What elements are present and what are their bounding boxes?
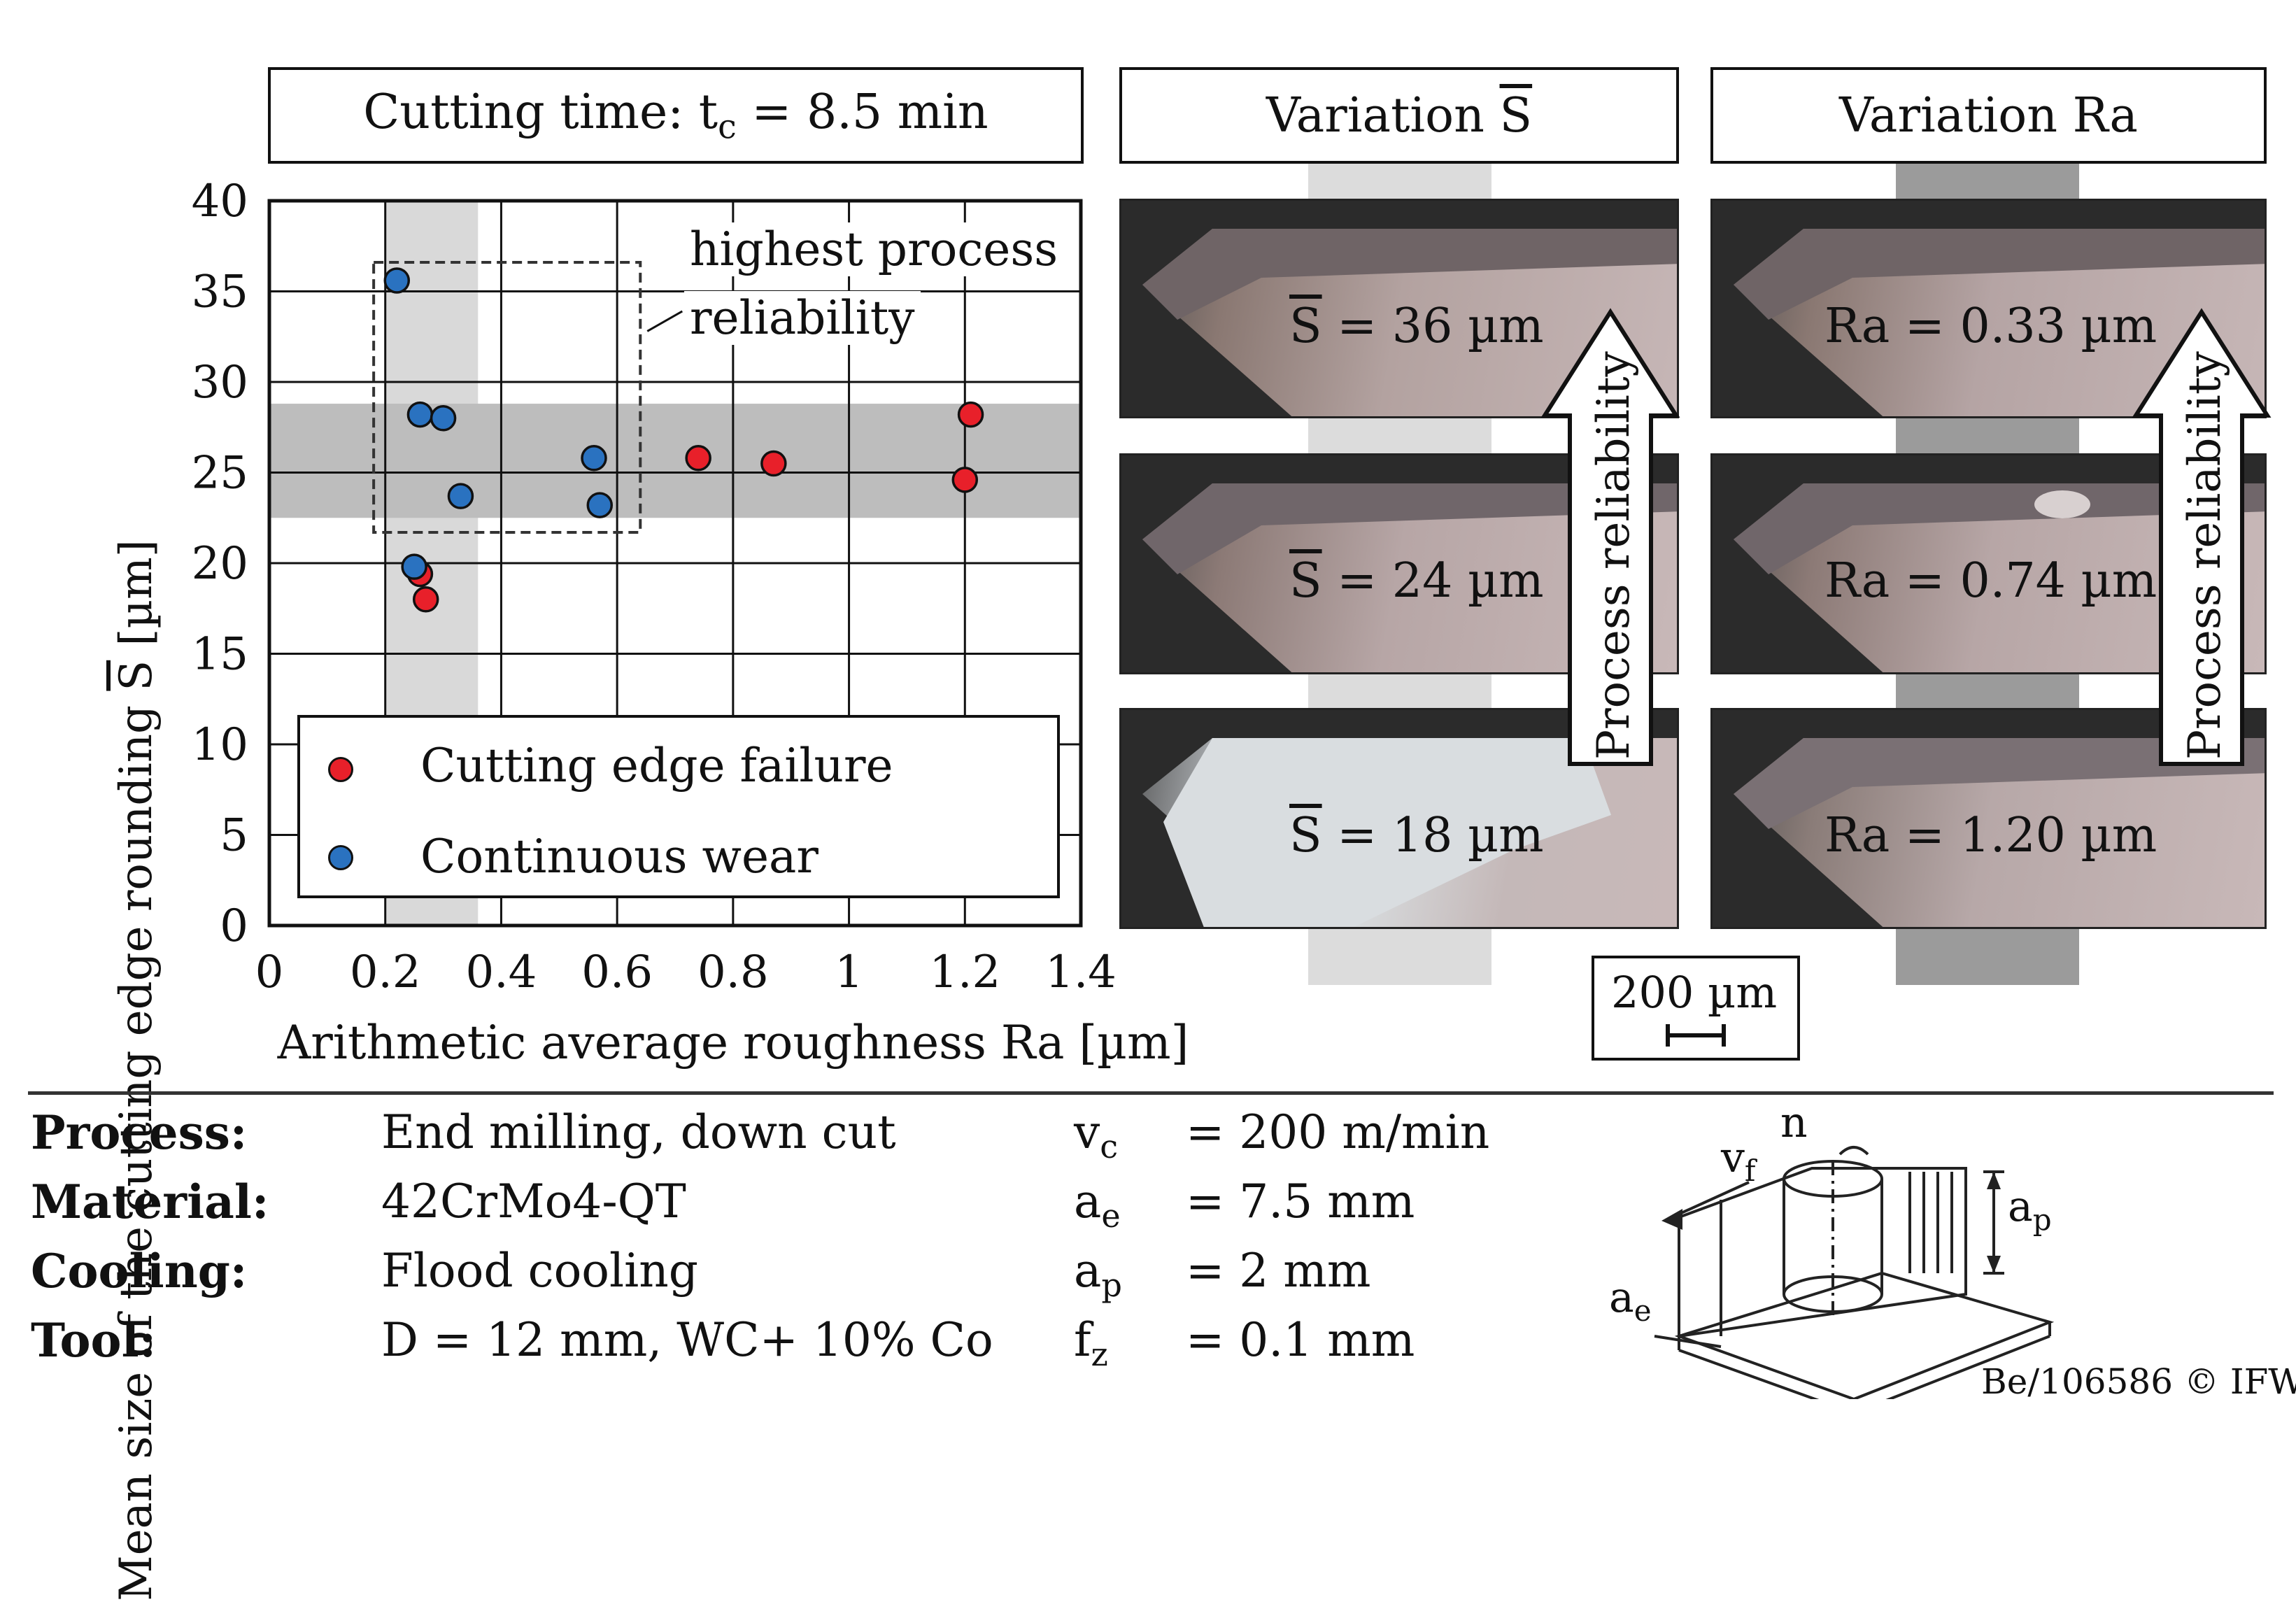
label-s-36: S = 36 µm [1289,299,1544,354]
failure-point [685,445,711,472]
param-label: Tool: [31,1313,157,1368]
param-label: Process: [31,1105,248,1160]
param-symbol: ae [1074,1175,1121,1235]
process-reliability-arrow-ra [2132,308,2272,766]
failure-point [760,450,787,477]
wear-point [406,401,434,428]
x-tick-label: 0.4 [466,947,537,998]
arrow-text-s: Process reliability [1588,351,1640,760]
sketch-ap-label: ap [2008,1182,2052,1237]
label-ra-033: Ra = 0.33 µm [1824,299,2157,354]
label-ra-120: Ra = 1.20 µm [1824,808,2157,863]
variation-s-title-box: Variation S [1119,67,1679,164]
param-value: End milling, down cut [381,1105,896,1159]
x-tick-label: 1.4 [1045,947,1117,998]
x-tick-label: 0.6 [581,947,653,998]
param-label: Material: [31,1175,269,1229]
scatter-chart: 0 0.2 0.4 0.6 0.8 1 1.2 1.4 0 5 10 15 20 25 30 35 40 [192,176,1117,998]
legend: Cutting edge failure Continuous wear [297,715,1060,898]
label-s-18: S = 18 µm [1289,808,1544,863]
footer-credit: Be/106586 © IFW [1981,1361,2296,1402]
section-divider [28,1091,2274,1095]
y-tick-label: 35 [192,267,248,318]
x-tick-label: 0.8 [697,947,769,998]
param-value: Flood cooling [381,1244,699,1298]
legend-marker-wear [328,845,353,870]
label-ra-074: Ra = 0.74 µm [1824,553,2157,609]
y-tick-label: 10 [192,719,248,771]
y-tick-label: 5 [220,810,248,862]
x-axis-label: Arithmetic average roughness Ra [µm] [277,1016,1189,1070]
y-tick-label: 40 [192,176,248,227]
chart-title-box: Cutting time: tc = 8.5 min [268,67,1084,164]
param-symbol: ap [1074,1244,1122,1305]
scale-bar-box: 200 µm [1592,956,1800,1061]
param-setting: = 200 m/min [1186,1105,1490,1159]
param-symbol: fz [1074,1313,1108,1374]
wear-point [447,483,474,509]
failure-point [957,401,984,428]
x-tick-label: 0.2 [350,947,421,998]
wear-point [383,267,411,294]
sketch-ae-label: ae [1609,1273,1652,1328]
legend-label-wear: Continuous wear [420,830,819,884]
param-value: D = 12 mm, WC+ 10% Co [381,1313,993,1367]
param-setting: = 7.5 mm [1186,1175,1415,1228]
annotation-text-1: highest process [684,222,1064,276]
plot-border [267,199,1083,928]
y-axis-label: Mean size of the cutting edge rounding S… [111,539,162,1601]
variation-ra-title: Variation Ra [1839,87,2138,143]
arrow-text-ra: Process reliability [2179,351,2231,760]
failure-point [951,467,979,493]
legend-label-failure: Cutting edge failure [420,739,893,793]
y-tick-label: 20 [192,538,248,590]
param-value: 42CrMo4-QT [381,1175,686,1228]
param-setting: = 2 mm [1186,1244,1371,1298]
annotation-leader [646,310,683,332]
wear-point [586,492,614,518]
y-tick-label: 0 [220,900,248,952]
s-band [269,404,1081,518]
param-label: Cooling: [31,1244,248,1298]
legend-marker-failure [328,757,353,782]
sketch-n-label: n [1780,1098,1808,1147]
failure-point [412,586,439,613]
x-tick-label: 1.2 [929,947,1000,998]
milling-sketch [1654,1146,2055,1399]
variation-s-title: Variation S [1266,87,1533,143]
wear-point [430,405,457,432]
chart-title: Cutting time: tc = 8.5 min [363,84,988,147]
annotation-text-2: reliability [684,291,921,345]
annotation-box [372,261,642,534]
param-symbol: vc [1074,1105,1119,1166]
y-tick-label: 25 [192,448,248,499]
param-setting: = 0.1 mm [1186,1313,1415,1367]
variation-ra-title-box: Variation Ra [1710,67,2267,164]
sketch-vf-label: vf [1721,1133,1756,1188]
y-tick-label: 15 [192,629,248,681]
scale-bar-label: 200 µm [1611,967,1778,1018]
y-tick-label: 30 [192,357,248,409]
wear-point [581,445,607,472]
x-tick-label: 1 [835,947,863,998]
process-reliability-arrow-s [1540,308,1680,766]
label-s-24: S = 24 µm [1289,553,1544,609]
wear-point [401,553,427,580]
scale-bar-line [1666,1024,1726,1047]
x-tick-label: 0 [255,947,284,998]
